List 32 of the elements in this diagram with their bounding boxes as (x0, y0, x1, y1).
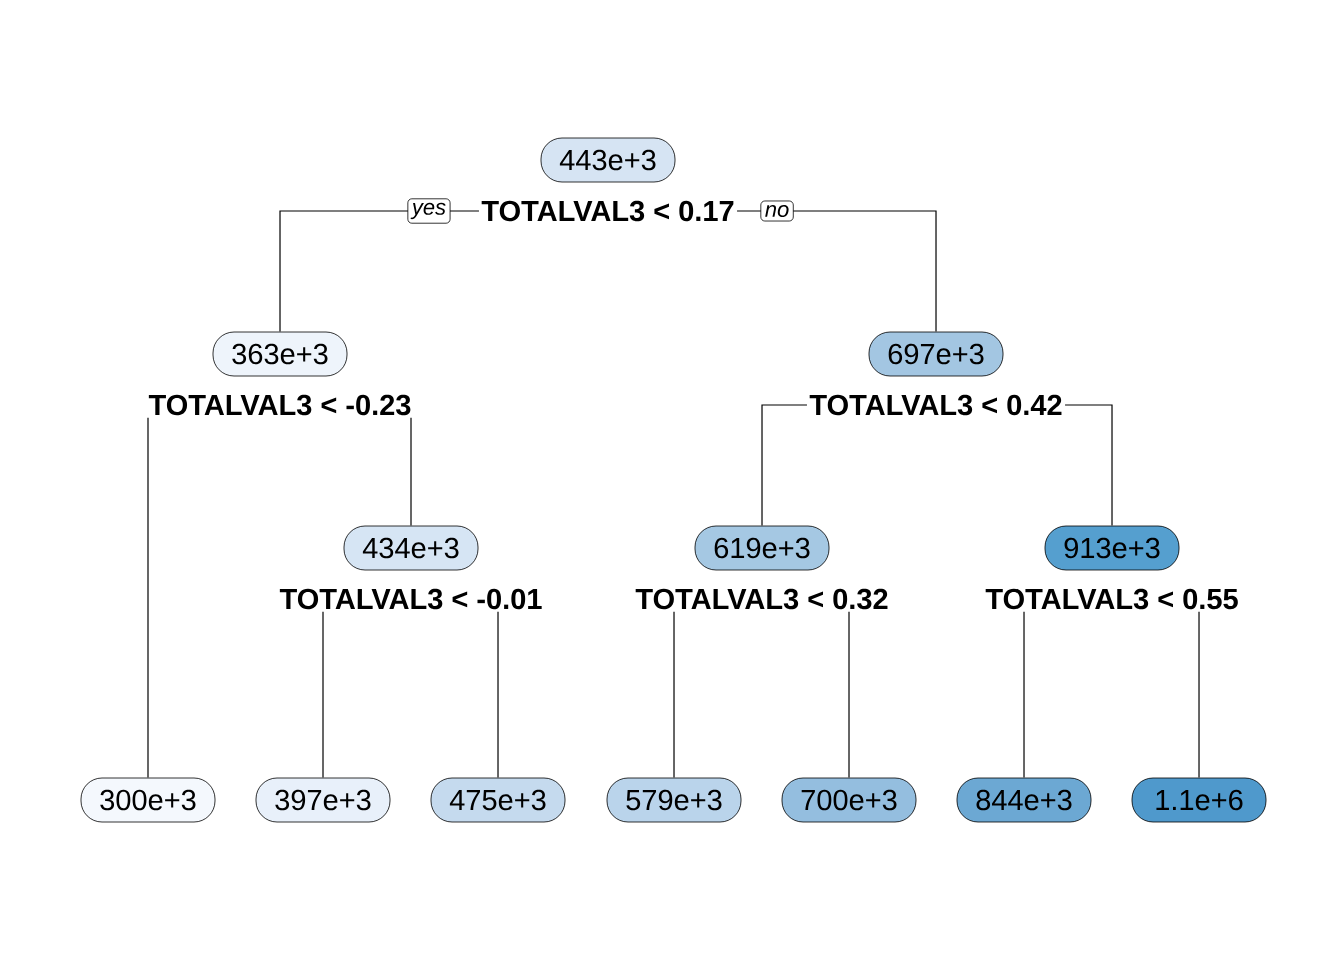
connector-line (761, 404, 808, 527)
connector-line (497, 611, 499, 779)
value-node: 1.1e+6 (1131, 777, 1267, 823)
connector-line (1198, 611, 1200, 779)
split-label: TOTALVAL3 < -0.01 (279, 588, 542, 610)
value-node: 475e+3 (430, 777, 566, 823)
connector-line (1064, 404, 1113, 527)
value-node: 619e+3 (694, 525, 830, 571)
value-node: 697e+3 (868, 331, 1004, 377)
split-label: TOTALVAL3 < 0.55 (985, 588, 1238, 610)
edge-label: yes (407, 198, 451, 224)
split-label: TOTALVAL3 < 0.32 (635, 588, 888, 610)
value-node: 397e+3 (255, 777, 391, 823)
value-node: 363e+3 (212, 331, 348, 377)
connector-line (322, 611, 324, 779)
connector-line (1023, 611, 1025, 779)
value-node: 913e+3 (1044, 525, 1180, 571)
split-label: TOTALVAL3 < -0.23 (148, 394, 411, 416)
connector-line (410, 417, 412, 527)
value-node: 579e+3 (606, 777, 742, 823)
connector-line (848, 611, 850, 779)
value-node: 443e+3 (540, 137, 676, 183)
connector-line (673, 611, 675, 779)
value-node: 844e+3 (956, 777, 1092, 823)
edge-label: no (760, 200, 794, 222)
connector-line (736, 210, 937, 333)
value-node: 700e+3 (781, 777, 917, 823)
value-node: 300e+3 (80, 777, 216, 823)
connector-line (147, 417, 149, 779)
split-label: TOTALVAL3 < 0.17 (481, 200, 734, 222)
value-node: 434e+3 (343, 525, 479, 571)
split-label: TOTALVAL3 < 0.42 (809, 394, 1062, 416)
